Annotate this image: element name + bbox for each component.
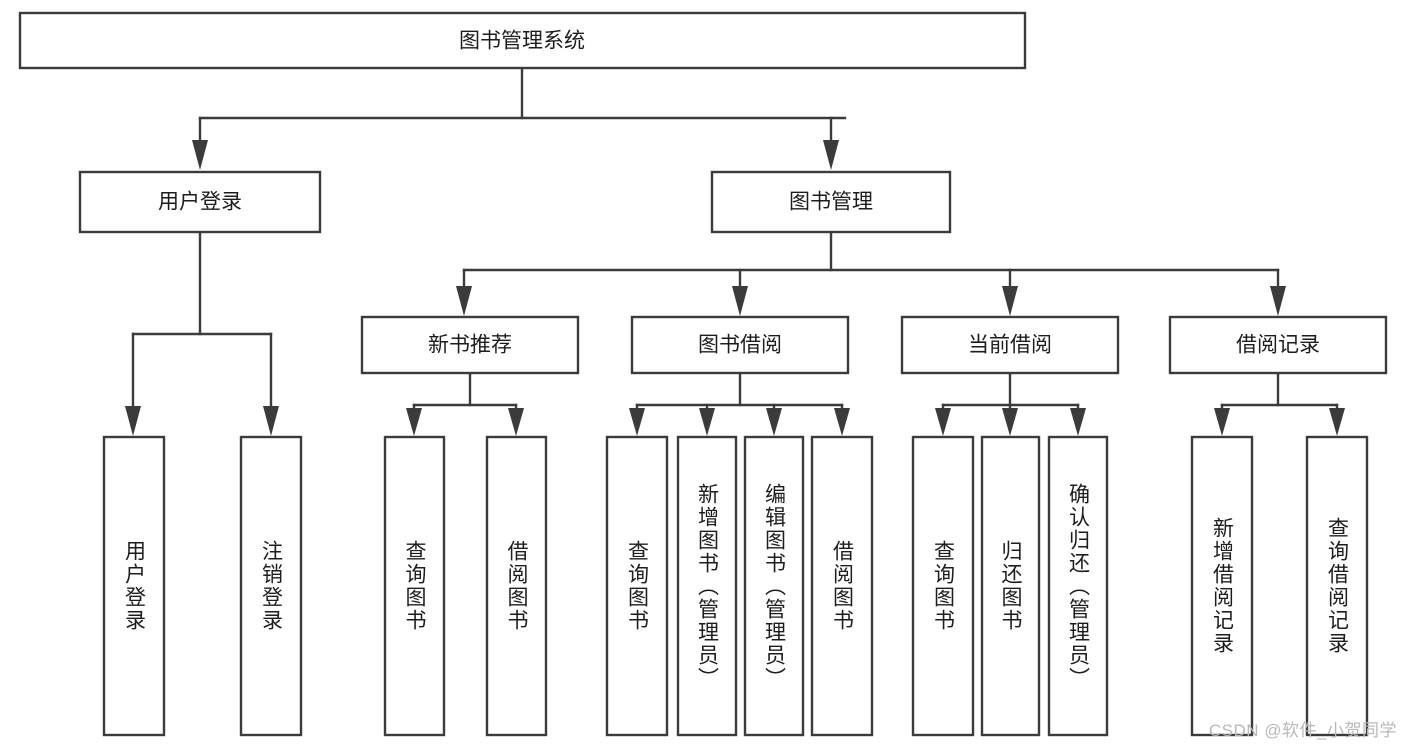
arrow-borrow-to-leaf4: [834, 408, 850, 436]
node-box-leaf-cur-return[interactable]: [980, 435, 1041, 737]
watermark-text: CSDN @软件_小贺同学: [1208, 721, 1397, 740]
arrow-borrow-to-leaf3: [766, 408, 782, 436]
connector-group-bookmgmt: [456, 230, 1286, 316]
node-label-bookmgmt: 图书管理: [789, 191, 873, 214]
connector-group-borrow: [629, 371, 850, 436]
node-label-record: 借阅记录: [1236, 334, 1320, 357]
arrow-bookmgmt-to-record: [1270, 286, 1286, 316]
arrow-root-to-login: [192, 140, 208, 170]
node-box-current[interactable]: [900, 315, 1120, 375]
node-box-leaf-cur-query[interactable]: [911, 435, 975, 737]
node-box-root[interactable]: [18, 11, 1027, 70]
node-label-login: 用户登录: [158, 191, 242, 214]
arrow-root-to-bookmgmt: [823, 140, 839, 170]
arrow-current-to-leaf3: [1070, 408, 1086, 436]
arrow-current-to-leaf2: [1002, 408, 1018, 436]
connector-group-root: [192, 66, 847, 170]
node-box-newbook[interactable]: [360, 315, 580, 375]
node-label-root: 图书管理系统: [459, 30, 585, 53]
node-label-newbook: 新书推荐: [428, 334, 512, 357]
arrow-newbook-to-leaf1: [406, 408, 422, 436]
node-label-current: 当前借阅: [968, 334, 1052, 357]
connector-group-record: [1214, 371, 1345, 436]
node-box-leaf-rec-query[interactable]: [1305, 435, 1369, 737]
node-box-leaf-bw-add[interactable]: [676, 435, 738, 737]
node-box-leaf-cur-confirm[interactable]: [1047, 435, 1109, 737]
arrow-bookmgmt-to-borrow: [732, 286, 748, 316]
arrow-borrow-to-leaf1: [629, 408, 645, 436]
arrow-record-to-leaf2: [1329, 408, 1345, 436]
arrow-current-to-leaf1: [935, 408, 951, 436]
node-box-borrow[interactable]: [630, 315, 850, 375]
node-box-leaf-nb-borrow[interactable]: [485, 435, 548, 737]
arrow-record-to-leaf1: [1214, 408, 1230, 436]
node-box-leaf-nb-query[interactable]: [383, 435, 446, 737]
node-box-login[interactable]: [78, 170, 322, 234]
node-box-leaf-user-logout[interactable]: [239, 435, 303, 737]
arrow-login-to-leaf2: [263, 406, 279, 436]
node-box-record[interactable]: [1168, 315, 1388, 375]
node-box-leaf-bw-query[interactable]: [605, 435, 669, 737]
node-box-leaf-user-login[interactable]: [102, 435, 166, 737]
node-box-leaf-rec-add[interactable]: [1190, 435, 1254, 737]
connector-group-current: [935, 371, 1086, 436]
arrow-bookmgmt-to-current: [1002, 286, 1018, 316]
node-box-bookmgmt[interactable]: [710, 170, 952, 234]
arrow-borrow-to-leaf2: [699, 408, 715, 436]
arrow-bookmgmt-to-newbook: [456, 286, 472, 316]
node-box-leaf-bw-edit[interactable]: [743, 435, 805, 737]
connector-group-login: [125, 230, 279, 436]
connector-group-newbook: [406, 371, 524, 436]
node-label-borrow: 图书借阅: [698, 334, 782, 357]
node-box-leaf-bw-borrow[interactable]: [810, 435, 874, 737]
arrow-newbook-to-leaf2: [508, 408, 524, 436]
arrow-login-to-leaf1: [125, 406, 141, 436]
